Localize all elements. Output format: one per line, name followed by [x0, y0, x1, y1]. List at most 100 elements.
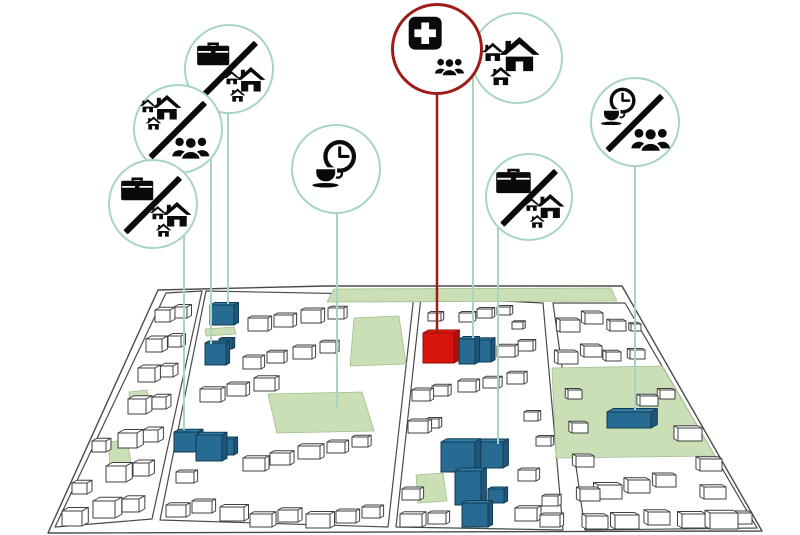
- building-white-front: [401, 488, 421, 501]
- building-white-side: [81, 507, 89, 527]
- highlighted-building-blue-front: [204, 342, 227, 366]
- building-white-front: [584, 312, 604, 325]
- highlighted-building-blue-front: [461, 502, 489, 528]
- building-white-front: [514, 507, 538, 522]
- building-white-side: [559, 512, 565, 528]
- building-white-side: [114, 496, 123, 519]
- building-white-front: [305, 513, 331, 529]
- building-white-front: [273, 314, 294, 328]
- building-white-side: [105, 437, 112, 453]
- highlighted-building-blue-side: [480, 467, 487, 506]
- building-white-side: [535, 467, 541, 482]
- building-white-front: [639, 395, 659, 407]
- building-white-front: [269, 452, 291, 466]
- building-white-side: [136, 429, 144, 449]
- building-white-side: [475, 378, 481, 393]
- building-white-front: [703, 486, 727, 500]
- building-white-side: [220, 386, 226, 403]
- park-green-area-2: [349, 315, 407, 367]
- building-white-front: [614, 514, 640, 530]
- building-white-front: [431, 385, 449, 397]
- building-white-front: [511, 321, 524, 330]
- building-white-front: [247, 317, 269, 332]
- building-white-front: [585, 515, 609, 530]
- medical-cross-icon: [408, 16, 442, 50]
- building-white-front: [242, 356, 262, 370]
- building-white-front: [71, 482, 88, 495]
- building-white-side: [193, 469, 199, 484]
- building-white-front: [167, 335, 182, 348]
- building-white-side: [651, 472, 657, 488]
- building-white-side: [329, 511, 335, 529]
- park-green-area-3: [267, 391, 375, 434]
- building-white-side: [86, 479, 93, 495]
- building-white-front: [219, 506, 245, 522]
- briefcase-icon: [495, 166, 532, 196]
- highlighted-building-blue-side: [487, 500, 493, 528]
- building-white-front: [165, 504, 187, 518]
- building-white-front: [151, 396, 167, 410]
- highlighted-building-blue-side: [233, 436, 239, 456]
- highlighted-building-blue-side: [233, 302, 239, 326]
- building-white-side: [445, 510, 451, 525]
- building-white-front: [571, 422, 589, 434]
- building-white-front: [92, 500, 116, 519]
- park-green-area-5: [204, 326, 237, 337]
- building-white-side: [243, 504, 249, 522]
- building-white-side: [274, 375, 280, 392]
- building-white-front: [199, 388, 222, 403]
- building-white-front: [300, 309, 322, 324]
- building-white-front: [457, 380, 477, 393]
- highlighted-building-blue-front: [454, 470, 482, 506]
- highlighted-building-blue-side: [225, 340, 231, 366]
- bubble-no-work-housing-left: [108, 159, 198, 249]
- building-white-front: [292, 346, 313, 360]
- highlighted-building-blue-side: [474, 438, 482, 473]
- highlighted-building-blue-side: [490, 337, 496, 363]
- building-white-side: [138, 495, 146, 513]
- building-white-front: [142, 429, 159, 443]
- building-white-front: [427, 512, 447, 525]
- briefcase-icon: [120, 175, 154, 203]
- building-white-side: [271, 511, 277, 528]
- building-white-front: [559, 319, 581, 333]
- building-white-front: [121, 498, 140, 513]
- building-white-side: [289, 450, 295, 466]
- highlighted-building-blue-side: [474, 336, 480, 365]
- building-white-front: [319, 341, 337, 354]
- building-white-front: [699, 458, 723, 472]
- building-white-front: [242, 457, 266, 472]
- building-white-side: [695, 456, 701, 472]
- bubble-no-work-housing-right: [485, 153, 573, 241]
- building-white-front: [173, 306, 188, 319]
- building-white-front: [249, 513, 273, 528]
- building-white-side: [145, 395, 153, 415]
- highlighted-building-blue-front: [487, 488, 505, 504]
- building-white-side: [610, 512, 616, 530]
- building-white-side: [571, 453, 577, 468]
- briefcase-icon: [196, 40, 230, 68]
- building-white-front: [91, 440, 107, 453]
- building-white-front: [351, 436, 369, 448]
- building-white-side: [169, 306, 176, 323]
- building-white-front: [605, 351, 622, 362]
- building-white-front: [517, 469, 537, 482]
- building-white-front: [677, 427, 703, 442]
- houses-icon: [481, 36, 542, 86]
- houses-icon: [523, 193, 566, 229]
- building-white-side: [677, 511, 683, 529]
- building-white-side: [148, 459, 155, 477]
- building-white-side: [267, 315, 273, 332]
- building-white-side: [260, 354, 266, 370]
- building-white-side: [264, 455, 270, 472]
- building-white-front: [154, 309, 171, 323]
- bubble-health-facility: [391, 3, 483, 95]
- people-group-icon: [434, 56, 465, 77]
- building-white-front: [458, 312, 474, 323]
- highlighted-building-blue-side: [502, 438, 509, 469]
- building-white-front: [535, 436, 552, 447]
- building-white-front: [61, 510, 83, 527]
- houses-icon: [223, 67, 267, 103]
- building-white-front: [647, 511, 671, 526]
- building-white-front: [427, 312, 442, 322]
